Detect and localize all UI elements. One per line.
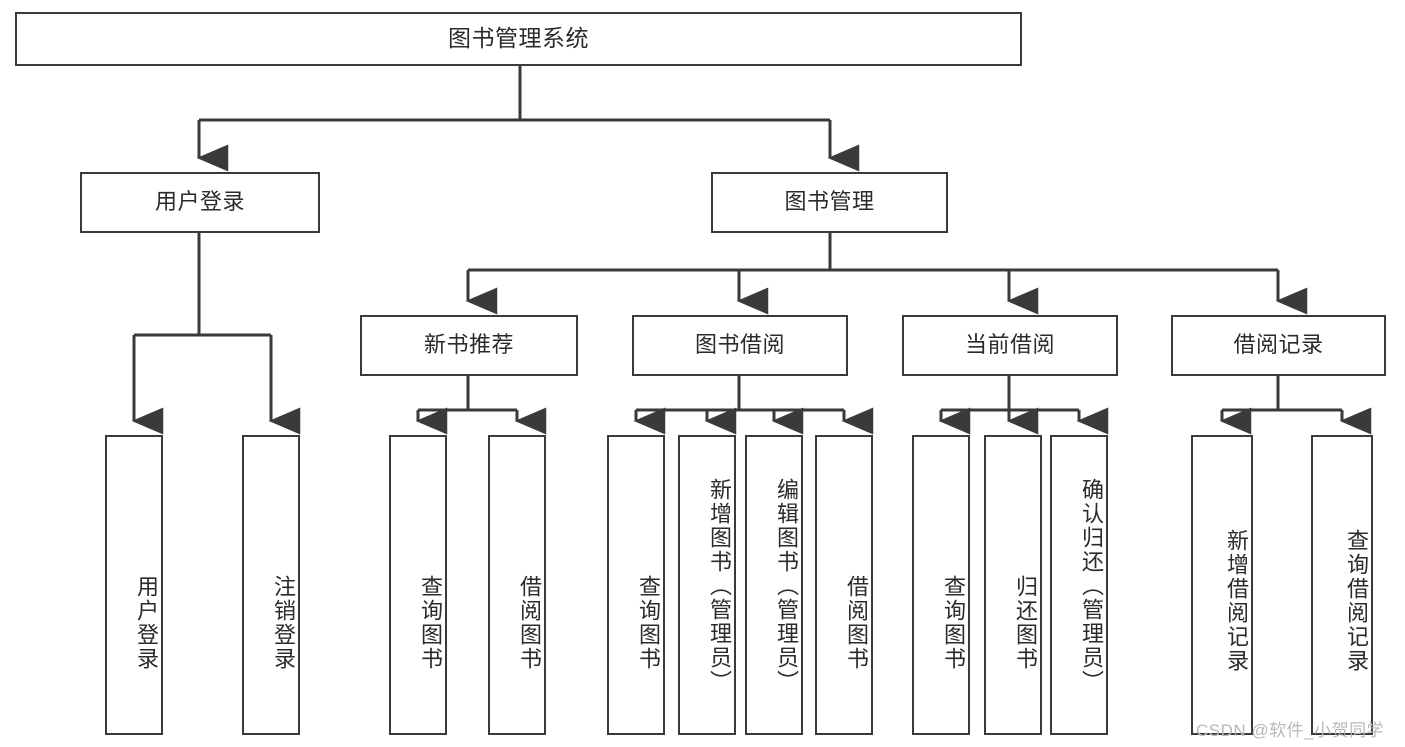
node-new-book-recommend[interactable]: 新书推荐 [360,315,578,376]
leaf-borrow-book-recommend[interactable]: 借阅图书 [488,435,546,735]
leaf-confirm-return-admin[interactable]: 确认归还（管理员） [1050,435,1108,735]
leaf-return-book[interactable]: 归还图书 [984,435,1042,735]
leaf-query-borrow-record[interactable]: 查询借阅记录 [1311,435,1373,735]
leaf-query-book-borrow[interactable]: 查询图书 [607,435,665,735]
leaf-query-book-recommend[interactable]: 查询图书 [389,435,447,735]
leaf-borrow-book[interactable]: 借阅图书 [815,435,873,735]
leaf-query-book-current[interactable]: 查询图书 [912,435,970,735]
leaf-user-login[interactable]: 用户登录 [105,435,163,735]
node-borrow-record[interactable]: 借阅记录 [1171,315,1386,376]
node-current-borrow[interactable]: 当前借阅 [902,315,1118,376]
leaf-logout[interactable]: 注销登录 [242,435,300,735]
csdn-watermark: CSDN @软件_小贺同学 [1196,721,1385,740]
node-book-management[interactable]: 图书管理 [711,172,948,233]
leaf-add-book-admin[interactable]: 新增图书（管理员） [678,435,736,735]
leaf-add-borrow-record[interactable]: 新增借阅记录 [1191,435,1253,735]
node-root-system[interactable]: 图书管理系统 [15,12,1022,66]
node-user-login[interactable]: 用户登录 [80,172,320,233]
node-book-borrow[interactable]: 图书借阅 [632,315,848,376]
leaf-edit-book-admin[interactable]: 编辑图书（管理员） [745,435,803,735]
